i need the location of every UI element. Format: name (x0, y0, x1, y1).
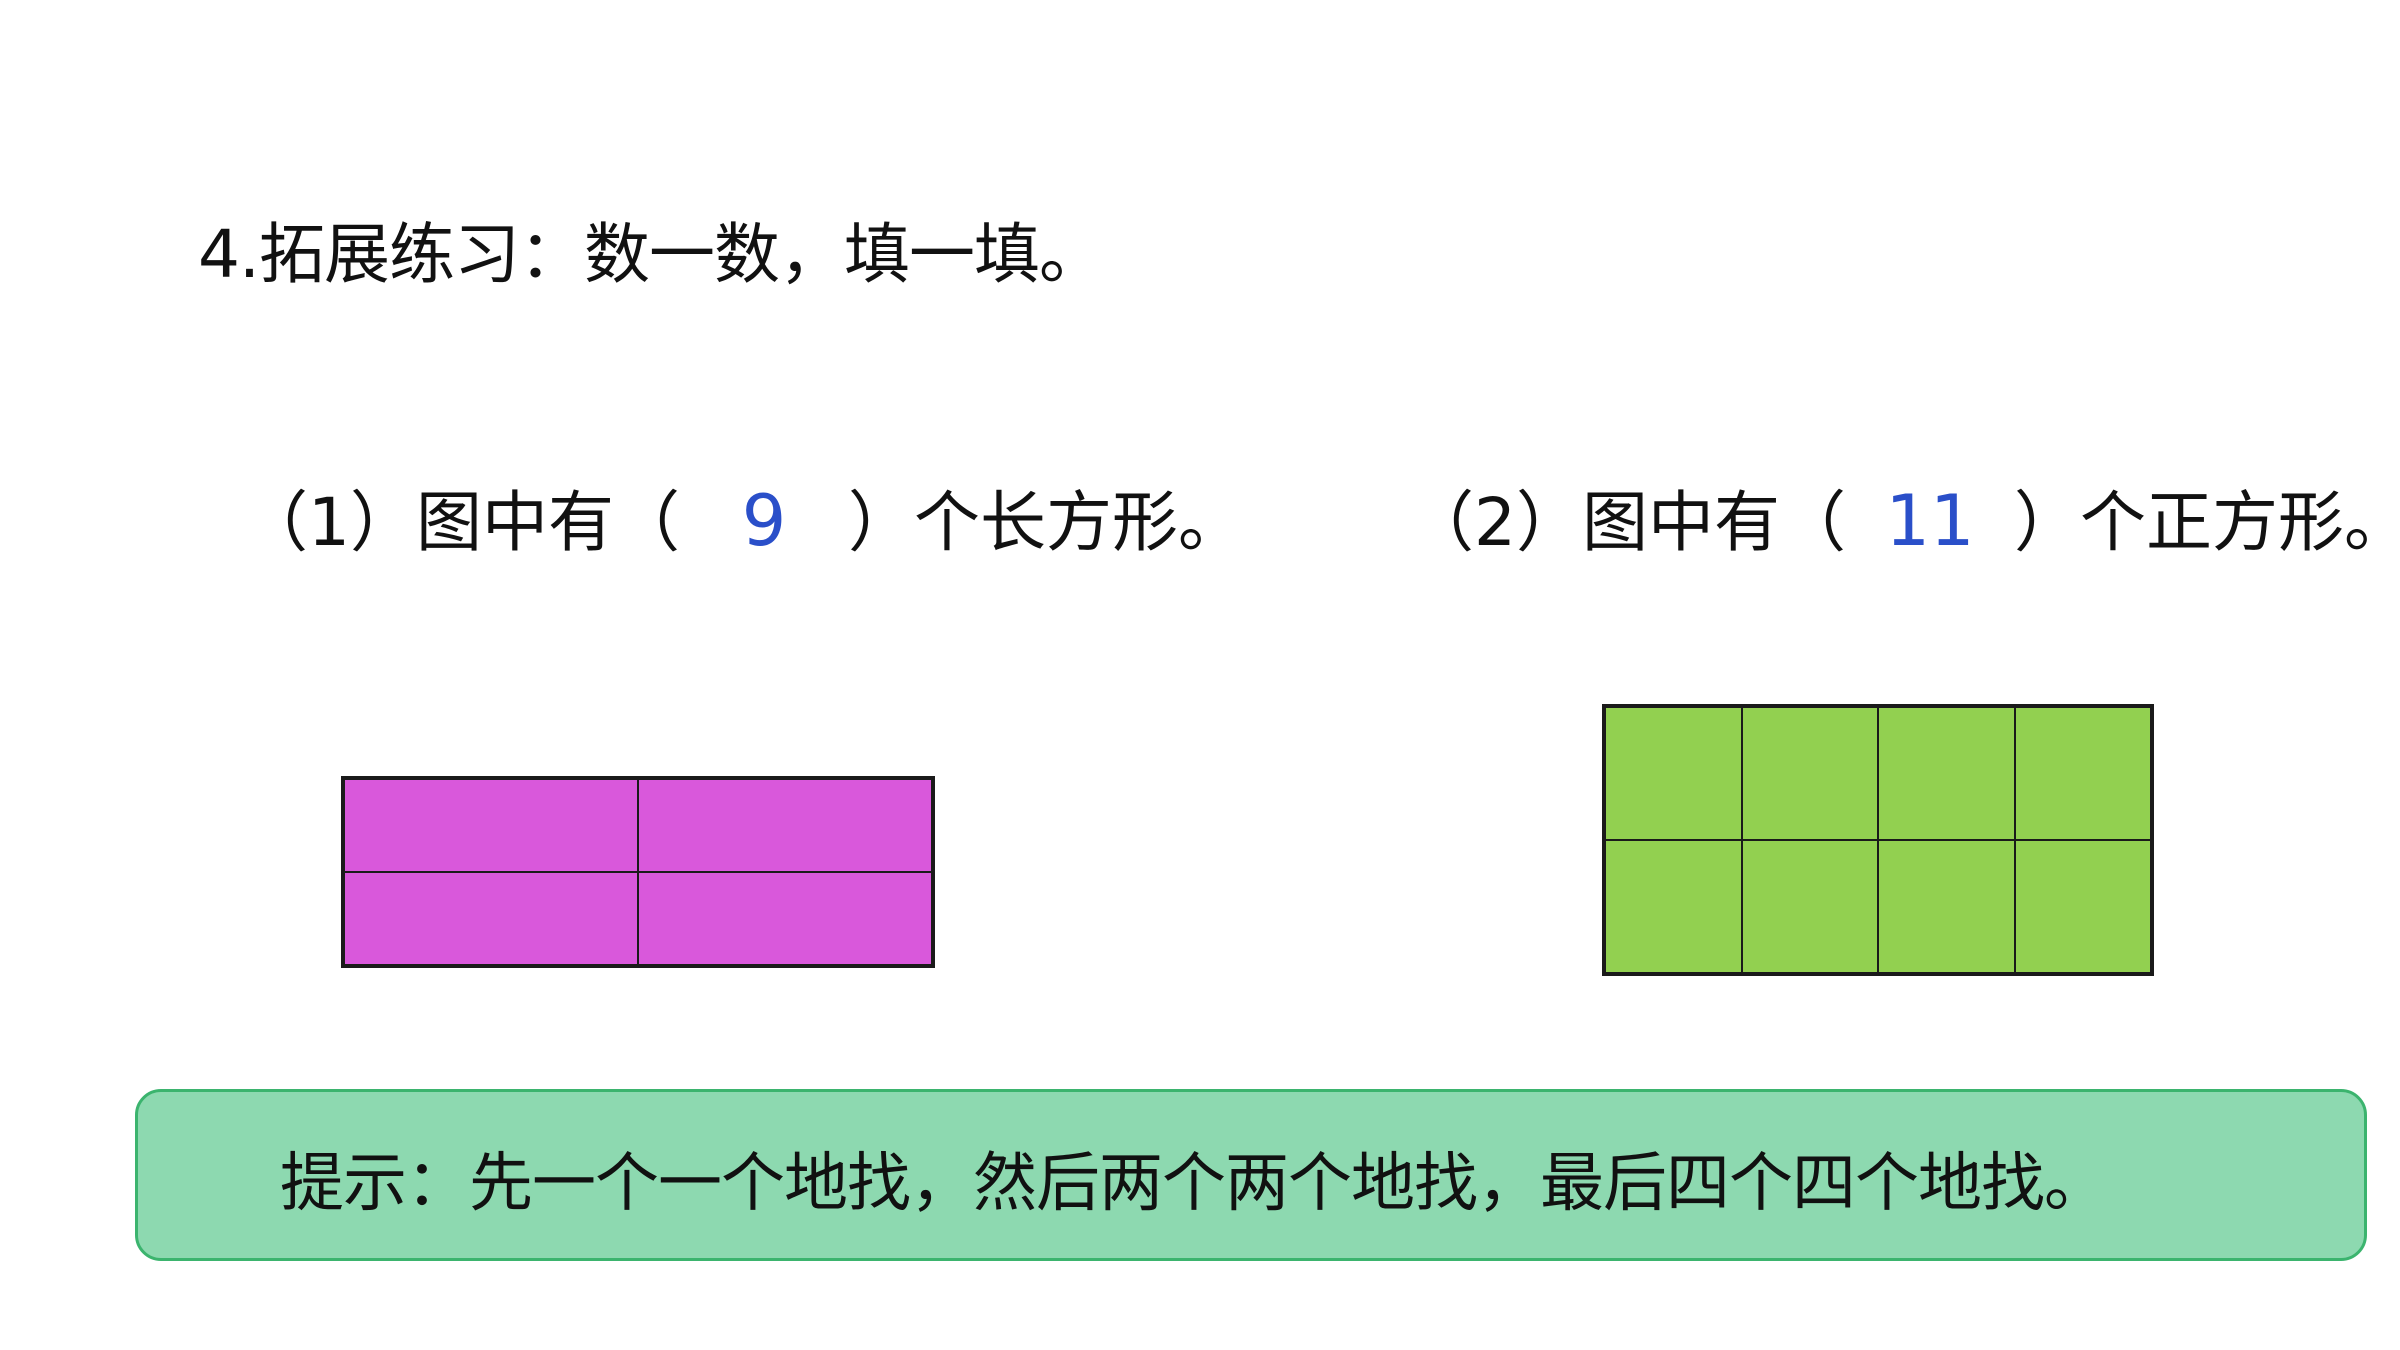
question-1-answer-slot[interactable]: 9 (680, 486, 848, 556)
question-2-answer-slot[interactable]: 11 (1846, 486, 2014, 556)
square-cell (2014, 707, 2151, 840)
question-1-answer: 9 (741, 480, 787, 562)
question-1-prefix: （1）图中有（ (242, 484, 680, 561)
square-figure (1602, 704, 2154, 976)
question-2-prefix: （2）图中有（ (1408, 484, 1846, 561)
rectangle-cell (638, 872, 932, 965)
square-cell (2014, 840, 2151, 973)
square-cell (1878, 840, 2015, 973)
exercise-title: 4.拓展练习：数一数，填一填。 (198, 216, 1105, 293)
square-cell (1605, 707, 1742, 840)
question-1-suffix: ）个长方形。 (848, 484, 1244, 561)
question-1: （1）图中有（9）个长方形。 (242, 486, 1244, 556)
question-2-suffix: ）个正方形。 (2014, 484, 2400, 561)
hint-text: 提示：先一个一个地找，然后两个两个地找，最后四个四个地找。 (280, 1147, 2108, 1221)
rectangle-cell (638, 779, 932, 872)
question-2: （2）图中有（11）个正方形。 (1408, 486, 2400, 556)
rectangle-figure (341, 776, 935, 968)
rectangle-cell (344, 779, 638, 872)
hint-box: 提示：先一个一个地找，然后两个两个地找，最后四个四个地找。 (135, 1089, 2367, 1261)
square-cell (1605, 840, 1742, 973)
square-cell (1741, 840, 1878, 973)
question-2-answer: 11 (1885, 480, 1975, 562)
rectangle-cell (344, 872, 638, 965)
square-cell (1878, 707, 2015, 840)
square-cell (1741, 707, 1878, 840)
